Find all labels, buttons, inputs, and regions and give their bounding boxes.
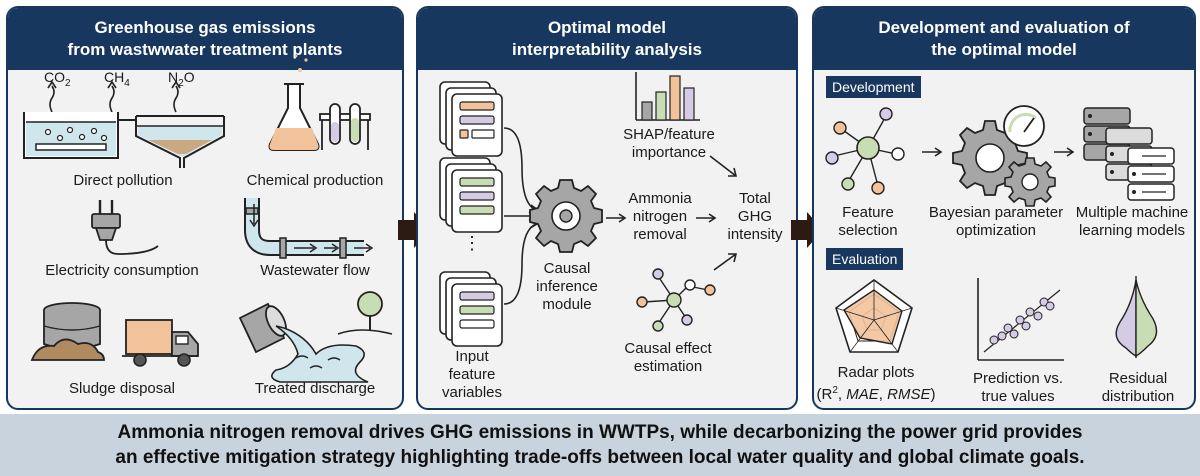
ellipsis-text: ⋮ (463, 233, 481, 253)
panel-dev-title-line1: Development and evaluation of (878, 18, 1130, 37)
panel-ghg-title-line2: from wastwwater treatment plants (67, 40, 343, 59)
residual-violin-icon (1115, 276, 1158, 358)
summary-banner: Ammonia nitrogen removal drives GHG emis… (0, 414, 1200, 476)
input-features-label: Input feature variables (441, 348, 503, 401)
causal-network-icon (636, 268, 716, 332)
panel-interp-title-line2: interpretability analysis (512, 40, 702, 59)
chemical-flask-icon (268, 54, 371, 151)
summary-line-1: Ammonia nitrogen removal drives GHG emis… (117, 422, 1083, 443)
panel-interp-title-line1: Optimal model (547, 18, 667, 37)
bayesian-optimization-label: Bayesian parameter optimization (928, 204, 1064, 239)
causal-gear-icon (529, 179, 603, 253)
server-stack-icon (1083, 107, 1175, 201)
total-ghg-label: Total GHG intensity (727, 190, 783, 243)
development-tag: Development (826, 76, 921, 98)
panel-ghg-emissions-title: Greenhouse gas emissions from wastwwater… (8, 8, 402, 70)
interpretability-diagram (439, 72, 738, 347)
summary-line-2: an effective mitigation strategy highlig… (115, 447, 1085, 468)
wastewater-pipe-icon (244, 198, 374, 259)
gas-co2-label: CO2 (44, 69, 71, 89)
feature-cards-middle-icon (439, 157, 503, 233)
causal-inference-label: Causal inference module (536, 260, 598, 313)
direct-pollution-icon (23, 80, 225, 168)
causal-effect-label: Causal effect estimation (624, 340, 712, 375)
panel-ghg-emissions: Greenhouse gas emissions from wastwwater… (6, 6, 404, 410)
ml-models-label: Multiple machine learning models (1075, 204, 1189, 239)
feature-network-icon (825, 107, 905, 195)
feature-cards-top-icon (439, 81, 503, 157)
prediction-scatter-icon (977, 278, 1064, 361)
chemical-production-label: Chemical production (246, 172, 384, 189)
feature-selection-label: Feature selection (838, 204, 898, 239)
panel-interpretability-title: Optimal model interpretability analysis (418, 8, 796, 70)
development-evaluation-diagram (825, 105, 1175, 361)
sludge-truck-icon (30, 302, 199, 367)
sludge-disposal-label: Sludge disposal (69, 380, 175, 397)
feature-cards-bottom-icon (439, 271, 503, 347)
treated-discharge-icon (238, 291, 393, 383)
panel-development-evaluation: Development and evaluation of the optima… (812, 6, 1196, 410)
gas-ch4-label: CH4 (104, 69, 130, 89)
prediction-true-label: Prediction vs. true values (972, 370, 1064, 405)
radar-plot-icon (835, 279, 913, 353)
direct-pollution-label: Direct pollution (73, 172, 173, 189)
panel-dev-eval-title: Development and evaluation of the optima… (814, 8, 1194, 70)
evaluation-tag: Evaluation (826, 248, 904, 270)
ammonia-removal-label: Ammonia nitrogen removal (628, 190, 692, 243)
shap-bar-chart-icon (635, 72, 700, 121)
gas-n2o-label: N2O (168, 69, 195, 89)
electricity-consumption-label: Electricity consumption (45, 262, 199, 279)
panel-interpretability: Optimal model interpretability analysis (416, 6, 798, 410)
residual-distribution-label: Residual distribution (1101, 370, 1175, 405)
radar-plots-label: Radar plots (R2, MAE, RMSE) (816, 364, 936, 403)
treated-discharge-label: Treated discharge (254, 380, 376, 397)
wastewater-flow-label: Wastewater flow (260, 262, 370, 279)
shap-importance-label: SHAP/feature importance (623, 126, 715, 161)
electric-plug-icon (91, 200, 159, 255)
panel-dev-title-line2: the optimal model (931, 40, 1077, 59)
bayesian-gears-icon (952, 105, 1056, 207)
panel-ghg-title-line1: Greenhouse gas emissions (94, 18, 316, 37)
